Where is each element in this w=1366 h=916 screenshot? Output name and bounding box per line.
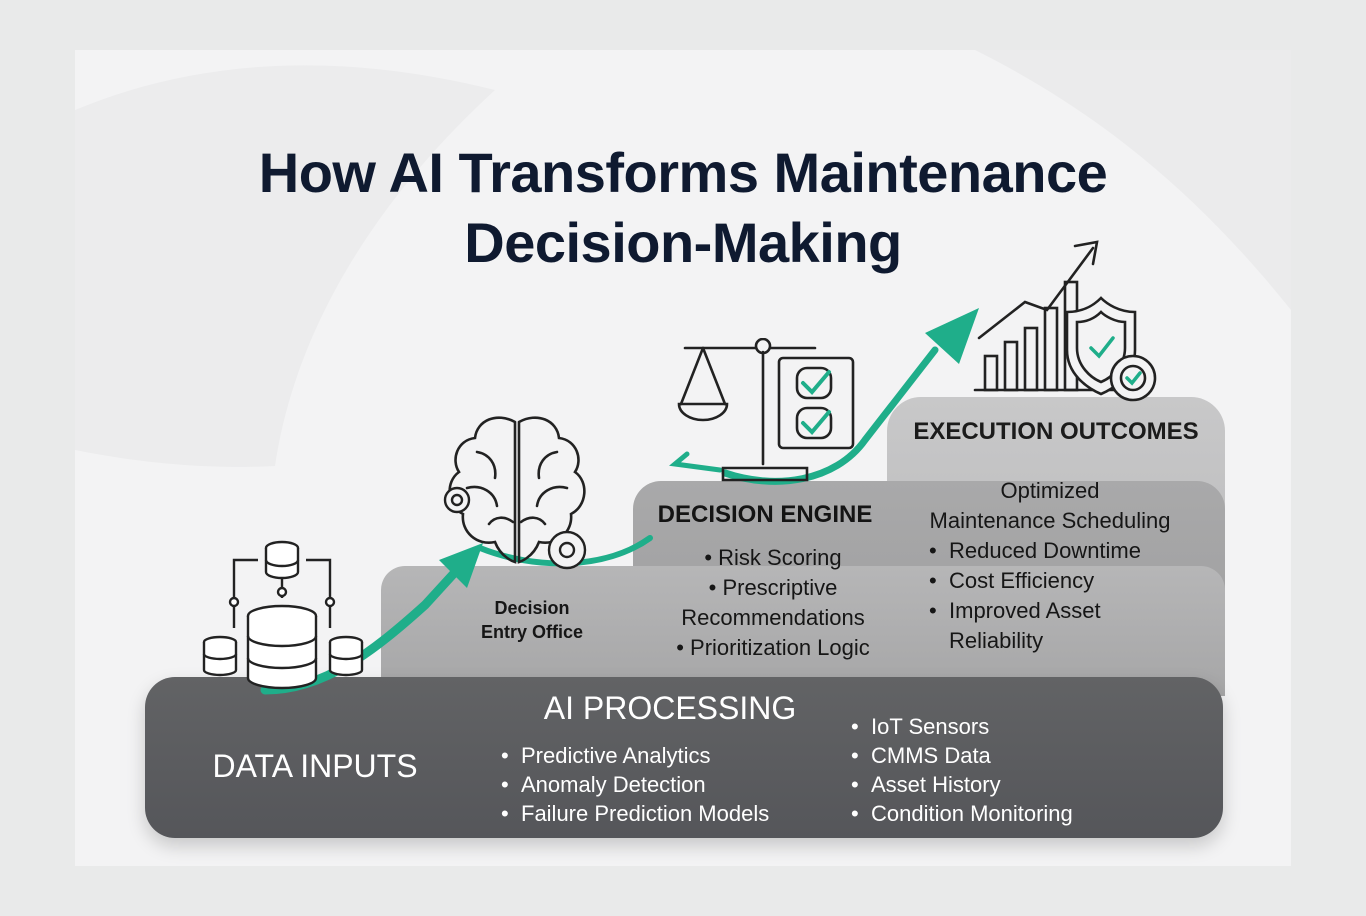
data-inputs-heading: DATA INPUTS: [212, 748, 418, 784]
list-item-text: Improved Asset: [949, 598, 1101, 623]
list-item-text: Cost Efficiency: [949, 568, 1095, 593]
list-item: • Asset History: [847, 770, 1073, 799]
list-item: • IoT Sensors: [847, 712, 1073, 741]
bullet-icon: •: [929, 538, 937, 563]
list-item: • CMMS Data: [847, 741, 1073, 770]
bullet-icon: •: [501, 743, 509, 768]
page-title-line2: Decision-Making: [464, 211, 902, 274]
decision-entry-label: Decision Entry Office: [450, 596, 614, 644]
page-title-line1: How AI Transforms Maintenance: [258, 141, 1108, 204]
ai-processing-list: • Predictive Analytics • Anomaly Detection…: [497, 741, 769, 828]
list-item-text: Anomaly Detection: [521, 772, 706, 797]
list-item: Reliability: [925, 626, 1141, 656]
bullet-icon: •: [851, 743, 859, 768]
list-item-text: Asset History: [871, 772, 1001, 797]
bullet-icon: •: [929, 568, 937, 593]
list-item-text: Reliability: [949, 628, 1044, 653]
data-inputs-list: • IoT Sensors • CMMS Data • Asset History •…: [847, 712, 1073, 828]
execution-outcomes-heading: EXECUTION OUTCOMES: [913, 418, 1199, 445]
list-item: • Prioritization Logic: [676, 635, 870, 660]
decision-entry-step: [381, 566, 1225, 696]
decision-engine-list: • Risk Scoring • Prescriptive Recommenda…: [647, 543, 899, 663]
base-platform: [145, 677, 1223, 838]
list-item: • Anomaly Detection: [497, 770, 769, 799]
execution-intro-line2: Maintenance Scheduling: [929, 508, 1171, 533]
list-item: • Improved Asset: [925, 596, 1141, 626]
execution-outcomes-list: • Reduced Downtime • Cost Efficiency • Impr…: [925, 536, 1141, 656]
decision-engine-heading: DECISION ENGINE: [657, 501, 873, 528]
list-item-text: Predictive Analytics: [521, 743, 711, 768]
bullet-icon: •: [929, 598, 937, 623]
list-item: • Prescriptive: [708, 575, 838, 600]
scales-checklist-icon: [677, 338, 855, 482]
execution-intro: Optimized Maintenance Scheduling: [910, 476, 1190, 536]
ai-processing-heading: AI PROCESSING: [543, 690, 797, 726]
list-item-text: IoT Sensors: [871, 714, 990, 739]
growth-chart-shield-icon: [973, 240, 1157, 402]
infographic-card: How AI Transforms Maintenance Decision-M…: [75, 50, 1291, 866]
bullet-icon: •: [851, 801, 859, 826]
list-item-text: Condition Monitoring: [871, 801, 1073, 826]
bullet-icon: •: [501, 772, 509, 797]
bullet-icon: •: [851, 772, 859, 797]
list-item-text: Failure Prediction Models: [521, 801, 770, 826]
list-item: • Cost Efficiency: [925, 566, 1141, 596]
database-cluster-icon: [202, 540, 364, 690]
entry-label-line2: Entry Office: [480, 622, 584, 642]
list-item-text: Reduced Downtime: [949, 538, 1141, 563]
list-item: • Failure Prediction Models: [497, 799, 769, 828]
bullet-icon: •: [501, 801, 509, 826]
entry-label-line1: Decision: [494, 598, 570, 618]
list-item: • Reduced Downtime: [925, 536, 1141, 566]
list-item: • Risk Scoring: [704, 545, 842, 570]
brain-gears-icon: [443, 416, 587, 570]
list-item: • Predictive Analytics: [497, 741, 769, 770]
execution-intro-line1: Optimized: [1000, 478, 1100, 503]
list-item: Recommendations: [681, 605, 865, 630]
list-item: • Condition Monitoring: [847, 799, 1073, 828]
bullet-icon: •: [851, 714, 859, 739]
list-item-text: CMMS Data: [871, 743, 991, 768]
